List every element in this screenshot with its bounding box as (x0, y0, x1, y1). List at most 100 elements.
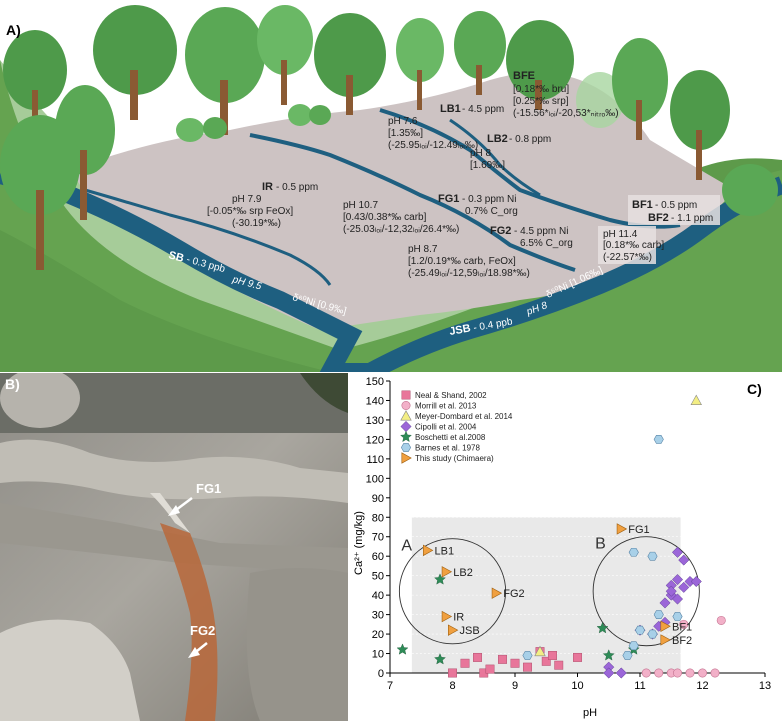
x-tick-label: 9 (512, 680, 518, 692)
lb1-title: LB1 (440, 103, 461, 115)
lb1-line-1: pH 7.6 (388, 116, 418, 127)
data-point-s1-7 (716, 615, 726, 625)
fg1-line-3: [0.43/0.38*‰ carb] (343, 212, 427, 223)
bf2-suffix: - 1.1 ppm (671, 213, 713, 224)
y-tick-label: 30 (372, 610, 384, 622)
data-point-s3-11 (678, 581, 690, 593)
lb2-line-2: [1.69‰] (470, 160, 505, 171)
data-point-s0-2 (485, 664, 495, 674)
legend-label-1: Morrill et al. 2013 (415, 402, 477, 411)
data-point-s3-14 (671, 546, 684, 558)
data-point-s3-6 (659, 597, 671, 609)
ir-line-1: pH 7.9 (232, 194, 262, 205)
data-point-s1-6 (710, 668, 720, 678)
data-point-s1-8 (679, 619, 689, 629)
legend-label-6: This study (Chimaera) (415, 454, 494, 463)
stream-fg (249, 133, 576, 272)
bf2-line-3: (-22.57*‰) (603, 252, 652, 263)
bf2-title: BF2 (648, 212, 669, 224)
legend-marker-1 (401, 400, 411, 410)
legend-label-5: Barnes et al. 1978 (415, 444, 480, 453)
lb2-title: LB2 (487, 133, 508, 145)
region-label-B: B (595, 536, 606, 553)
x-tick-label: 10 (571, 680, 583, 692)
x-tick-label: 11 (634, 680, 645, 692)
x-tick-label: 7 (387, 680, 393, 692)
panel-a-illustration: BFE [0.18*‰ bru] [0.25*‰ srp] (-15.56*ₗₒ… (0, 5, 782, 381)
stream-lb2 (449, 118, 541, 197)
data-point-s0-11 (498, 654, 507, 664)
point-label-jsb: JSB (460, 625, 480, 637)
data-point-s5-1 (628, 547, 639, 557)
y-tick-label: 120 (366, 434, 384, 446)
data-point-s0-9 (554, 660, 564, 670)
stream-ir (84, 188, 332, 286)
legend-marker-3 (400, 420, 412, 433)
bf2-line-2: [0.18*‰ carb] (603, 240, 664, 251)
legend-marker-0 (401, 390, 411, 400)
y-tick-label: 40 (372, 590, 384, 602)
region-ellipse-A (398, 538, 507, 645)
outcrop-photo-svg: FG1 FG2 (0, 373, 348, 721)
data-point-s5-9 (634, 625, 646, 635)
fg2-line-2: pH 8.7 (408, 244, 438, 255)
landscape-svg: BFE [0.18*‰ bru] [0.25*‰ srp] (-15.56*ₗₒ… (0, 5, 782, 381)
data-point-s0-10 (573, 652, 582, 662)
bf1-suffix: - 0.5 ppm (655, 200, 697, 211)
data-point-s3-8 (671, 593, 684, 605)
y-tick-label: 60 (372, 551, 384, 563)
rock-outcrop (70, 72, 735, 330)
y-axis-label: Ca²⁺ (mg/kg) (353, 511, 365, 575)
ir-title: IR (262, 181, 273, 193)
panel-a-label: A) (6, 22, 21, 38)
data-point-s6-0 (423, 544, 434, 557)
point-label-lb2: LB2 (453, 567, 473, 579)
fg2-suffix: - 4.5 ppm Ni (514, 226, 568, 237)
data-point-s6-7 (660, 634, 671, 646)
data-point-s6-3 (441, 610, 453, 623)
photo-fg1-label: FG1 (196, 481, 221, 496)
point-label-fg1: FG1 (628, 524, 649, 536)
fg2-line-3: [1.2/0.19*‰ carb, FeOx] (408, 256, 516, 267)
y-tick-label: 0 (378, 668, 384, 680)
panel-a-labels: BFE [0.18*‰ bru] [0.25*‰ srp] (-15.56*ₗₒ… (207, 70, 720, 279)
point-label-bf2: BF2 (672, 635, 692, 647)
fg2-line-1: 6.5% C_org (520, 238, 573, 249)
y-tick-label: 130 (366, 415, 384, 427)
bf1-title: BF1 (632, 199, 653, 211)
legend-label-3: Cipolli et al. 2004 (415, 423, 477, 432)
x-tick-label: 12 (696, 680, 708, 692)
data-point-s6-5 (616, 523, 628, 535)
y-tick-label: 10 (372, 649, 384, 661)
data-point-s5-7 (622, 651, 633, 660)
point-label-lb1: LB1 (435, 545, 455, 557)
data-point-s3-13 (690, 575, 702, 588)
sb-title: SB (167, 249, 185, 265)
y-tick-label: 110 (366, 454, 384, 466)
ir-line-3: (-30.19*‰) (232, 218, 281, 229)
data-point-s5-8 (672, 612, 683, 621)
panel-b-photo: FG1 FG2 B) (0, 373, 348, 721)
fg1-line-4: (-25.03ₗₒᵢ/-12,32ₗₒᵢ/26.4*‰) (343, 224, 459, 235)
photo-fg2-label: FG2 (190, 623, 215, 638)
bfe-title: BFE (513, 70, 535, 82)
x-axis-label: pH (583, 707, 597, 719)
data-point-s0-3 (460, 658, 470, 668)
data-point-s5-0 (653, 435, 664, 444)
data-point-s1-4 (685, 668, 695, 678)
y-tick-label: 150 (366, 376, 384, 388)
legend-label-4: Boschetti et al.2008 (415, 433, 486, 442)
region-label-A: A (401, 538, 412, 555)
data-point-s3-2 (615, 667, 627, 679)
trees (0, 5, 778, 270)
lb1-line-3: (-25.95ₗₒᵢ/-12.49ₗₒᵢ‰) (388, 140, 478, 151)
lb1-suffix: - 4.5 ppm (462, 104, 504, 115)
data-point-s4-2 (434, 573, 446, 585)
data-point-s0-0 (448, 668, 457, 678)
data-point-s6-1 (441, 566, 453, 578)
fg1-title: FG1 (438, 193, 459, 205)
data-point-s6-4 (448, 624, 459, 636)
region-ellipse-B (592, 536, 700, 647)
fg1-line-2: pH 10.7 (343, 200, 378, 211)
